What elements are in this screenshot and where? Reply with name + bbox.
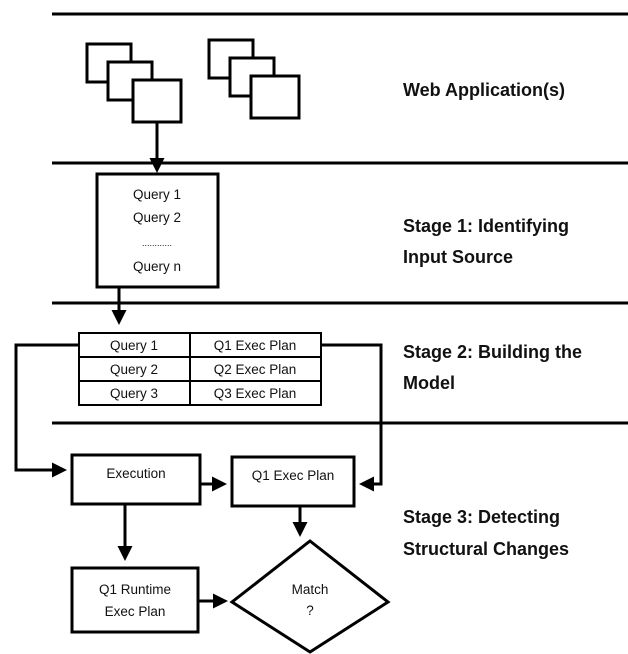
arrow-plan1-to-exec-plan [321,343,383,492]
runtime-plan-label-line1: Q1 Runtime [99,582,171,597]
stage-label-web-apps: Web Application(s) [403,80,565,100]
query-box [95,172,220,289]
web-app-stack-right [207,38,301,120]
web-app-stack-left [85,42,183,124]
table-row-3-plan: Q3 Exec Plan [214,386,297,401]
stage2-label-line2: Model [403,373,455,393]
query-line-n: Query n [133,259,181,274]
execution-label: Execution [106,466,165,481]
stage1-label-line2: Input Source [403,247,513,267]
stage3-label-line1: Stage 3: Detecting [403,507,560,527]
execution-box [70,453,202,506]
table-row-1-query: Query 1 [110,338,158,353]
stage2-label-line1: Stage 2: Building the [403,342,582,362]
query-line-ellipsis: ............ [142,238,172,248]
model-table [78,332,322,406]
query-line-1: Query 1 [133,187,181,202]
exec-plan-box [230,455,356,508]
arrow-query1-to-execution [14,343,79,478]
stage3-label-line2: Structural Changes [403,539,569,559]
query-line-2: Query 2 [133,210,181,225]
stage1-label-line1: Stage 1: Identifying [403,216,569,236]
table-row-2-plan: Q2 Exec Plan [214,362,297,377]
table-row-2-query: Query 2 [110,362,158,377]
runtime-plan-box [70,566,200,634]
match-decision [229,539,391,654]
table-row-3-query: Query 3 [110,386,158,401]
table-row-1-plan: Q1 Exec Plan [214,338,297,353]
match-label-line1: Match [292,582,329,597]
match-label-line2: ? [306,603,314,618]
exec-plan-label: Q1 Exec Plan [252,468,335,483]
runtime-plan-label-line2: Exec Plan [105,604,166,619]
